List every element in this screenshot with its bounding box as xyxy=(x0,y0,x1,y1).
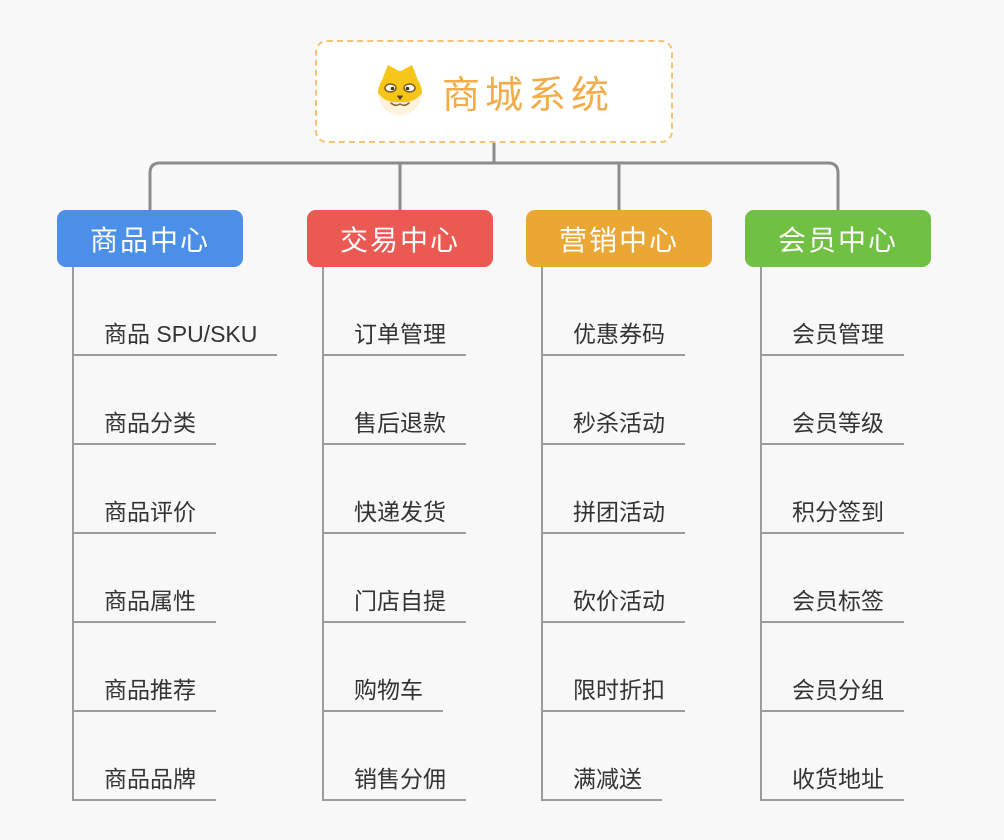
leaf-node[interactable]: 收货地址 xyxy=(762,712,904,801)
trade-center-children: 订单管理 售后退款 快递发货 门店自提 购物车 销售分佣 xyxy=(322,267,466,801)
leaf-node[interactable]: 门店自提 xyxy=(324,534,466,623)
marketing-center-children: 优惠券码 秒杀活动 拼团活动 砍价活动 限时折扣 满减送 xyxy=(541,267,685,801)
leaf-node[interactable]: 售后退款 xyxy=(324,356,466,445)
leaf-node[interactable]: 购物车 xyxy=(324,623,443,712)
branch-node-trade-center[interactable]: 交易中心 xyxy=(307,210,493,267)
leaf-node[interactable]: 商品 SPU/SKU xyxy=(74,267,278,356)
leaf-node[interactable]: 拼团活动 xyxy=(543,445,685,534)
leaf-node[interactable]: 秒杀活动 xyxy=(543,356,685,445)
leaf-node[interactable]: 满减送 xyxy=(543,712,662,801)
root-node-label: 商城系统 xyxy=(441,75,614,117)
leaf-node[interactable]: 商品推荐 xyxy=(74,623,216,712)
leaf-node[interactable]: 快递发货 xyxy=(324,445,466,534)
leaf-node[interactable]: 会员管理 xyxy=(762,267,904,356)
leaf-node[interactable]: 商品品牌 xyxy=(74,712,216,801)
leaf-node[interactable]: 商品评价 xyxy=(74,445,216,534)
leaf-node[interactable]: 会员分组 xyxy=(762,623,904,712)
branch-node-product-center[interactable]: 商品中心 xyxy=(57,210,243,267)
leaf-node[interactable]: 销售分佣 xyxy=(324,712,466,801)
leaf-node[interactable]: 积分签到 xyxy=(762,445,904,534)
leaf-node[interactable]: 订单管理 xyxy=(324,267,466,356)
root-node-mall-system[interactable]: 商城系统 xyxy=(315,40,673,143)
leaf-node[interactable]: 砍价活动 xyxy=(543,534,685,623)
leaf-node[interactable]: 会员标签 xyxy=(762,534,904,623)
branch-node-member-center[interactable]: 会员中心 xyxy=(745,210,931,267)
member-center-children: 会员管理 会员等级 积分签到 会员标签 会员分组 收货地址 xyxy=(760,267,904,801)
leaf-node[interactable]: 会员等级 xyxy=(762,356,904,445)
leaf-node[interactable]: 商品属性 xyxy=(74,534,216,623)
leaf-node[interactable]: 商品分类 xyxy=(74,356,216,445)
product-center-children: 商品 SPU/SKU 商品分类 商品评价 商品属性 商品推荐 商品品牌 xyxy=(72,267,278,801)
dog-face-icon xyxy=(374,63,426,120)
leaf-node[interactable]: 优惠券码 xyxy=(543,267,685,356)
branch-node-marketing-center[interactable]: 营销中心 xyxy=(526,210,712,267)
leaf-node[interactable]: 限时折扣 xyxy=(543,623,685,712)
